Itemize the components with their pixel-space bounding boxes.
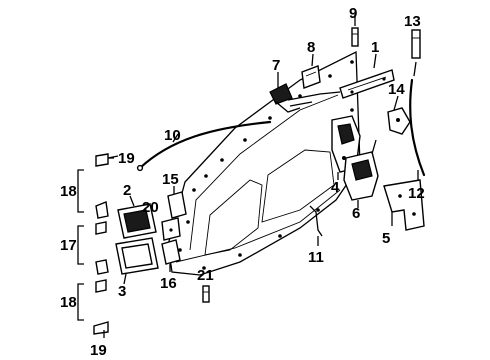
part-12-lock-rod — [409, 78, 426, 182]
callout-18-upper: 18 — [60, 183, 77, 200]
callout-12: 12 — [408, 185, 425, 202]
part-5-mounting-bracket — [383, 179, 425, 231]
callout-21: 21 — [197, 267, 214, 284]
door-inner-panel — [167, 50, 361, 276]
part-7-lock-rod-clip — [269, 72, 301, 113]
fastener-column — [77, 153, 119, 338]
linkage-rods-upper — [287, 91, 341, 107]
callout-13: 13 — [404, 13, 421, 30]
callout-5: 5 — [382, 230, 390, 247]
part-14-latch-cam — [387, 95, 411, 135]
callout-11: 11 — [308, 249, 324, 266]
callout-10: 10 — [164, 127, 181, 144]
part-15-handle-link — [167, 186, 187, 219]
callout-7: 7 — [272, 57, 280, 74]
part-6-door-lock-actuator — [343, 139, 379, 208]
callout-2: 2 — [123, 182, 131, 199]
callout-19-lower: 19 — [90, 342, 107, 359]
callout-4: 4 — [331, 179, 340, 196]
callout-16: 16 — [160, 275, 177, 292]
part-2-inside-handle — [117, 195, 157, 239]
part-1-outside-handle — [339, 53, 395, 99]
callout-labels: 1 2 3 4 5 6 7 8 9 10 11 12 13 14 15 16 1… — [60, 5, 425, 359]
part-11-rod-clip — [309, 205, 323, 246]
part-8-lock-cylinder-retainer — [301, 53, 321, 89]
part-20-rod-clip — [161, 217, 181, 241]
callout-3: 3 — [118, 283, 126, 300]
part-21-bolt — [202, 285, 210, 303]
callout-19-upper: 19 — [118, 150, 135, 167]
callout-8: 8 — [307, 39, 315, 56]
callout-9: 9 — [349, 5, 357, 22]
part-3-handle-bezel — [115, 237, 159, 285]
callout-17: 17 — [60, 237, 77, 254]
part-10-cable — [136, 120, 272, 172]
part-16-clip — [161, 239, 181, 272]
callout-1: 1 — [371, 39, 379, 56]
part-9-pin — [351, 14, 359, 47]
part-13-lock-knob — [411, 29, 421, 77]
callout-18-lower: 18 — [60, 294, 77, 311]
callout-14: 14 — [388, 81, 405, 98]
callout-20: 20 — [142, 199, 159, 216]
callout-15: 15 — [162, 171, 179, 188]
callout-6: 6 — [352, 205, 360, 222]
